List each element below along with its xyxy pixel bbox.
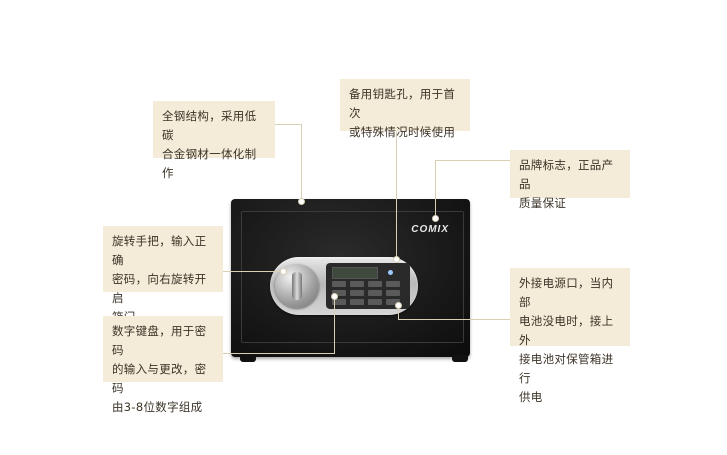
keypad-panel	[326, 263, 410, 309]
safe-foot-right	[452, 355, 468, 362]
callout-external-power: 外接电源口，当内部 电池没电时，接上外 接电池对保管箱进行 供电	[510, 268, 630, 404]
keypad-key	[386, 281, 400, 287]
keypad-key	[350, 290, 364, 296]
leader-dot-brand	[433, 216, 438, 221]
keypad-key	[368, 299, 382, 305]
leader-line-power	[398, 305, 399, 320]
lcd-display	[332, 267, 378, 279]
leader-line-keypad	[223, 353, 335, 354]
callout-steel-structure: 全钢结构，采用低碳 合金钢材一体化制作	[153, 101, 275, 180]
status-led	[388, 270, 393, 275]
control-panel	[270, 257, 418, 315]
leader-dot-steel	[299, 199, 304, 204]
keypad-key	[350, 299, 364, 305]
keypad-key	[332, 281, 346, 287]
leader-dot-power	[396, 303, 401, 308]
leader-line-brand	[435, 160, 510, 161]
callout-numeric-keypad: 数字键盘，用于密码 的输入与更改，密码 由3-8位数字组成	[103, 316, 223, 414]
leader-line-key	[396, 131, 397, 259]
keypad-key	[332, 299, 346, 305]
knob-grip	[292, 272, 302, 300]
leader-dot-keypad	[332, 294, 337, 299]
numeric-keypad	[332, 281, 404, 305]
safe-door: COMIX	[241, 211, 464, 343]
leader-line-knob	[223, 271, 283, 272]
leader-line-power	[398, 319, 510, 320]
leader-dot-key	[394, 257, 399, 262]
leader-line-keypad	[334, 296, 335, 354]
keypad-key	[368, 281, 382, 287]
safe-foot-left	[240, 355, 256, 362]
brand-logo: COMIX	[411, 224, 449, 235]
keypad-key	[332, 290, 346, 296]
callout-backup-key-hole: 备用钥匙孔，用于首次 或特殊情况时候使用	[340, 79, 470, 139]
leader-line-brand	[435, 160, 436, 217]
leader-dot-knob	[281, 269, 286, 274]
keypad-key	[386, 299, 400, 305]
safe-body: COMIX	[231, 199, 470, 357]
leader-line-steel	[275, 124, 302, 125]
leader-line-steel	[301, 124, 302, 202]
keypad-key	[386, 290, 400, 296]
keypad-key	[368, 290, 382, 296]
keypad-key	[350, 281, 364, 287]
callout-rotary-knob: 旋转手把，输入正确 密码，向右旋转开启 箱门	[103, 226, 223, 324]
callout-brand-logo: 品牌标志，正品产品 质量保证	[510, 150, 630, 210]
